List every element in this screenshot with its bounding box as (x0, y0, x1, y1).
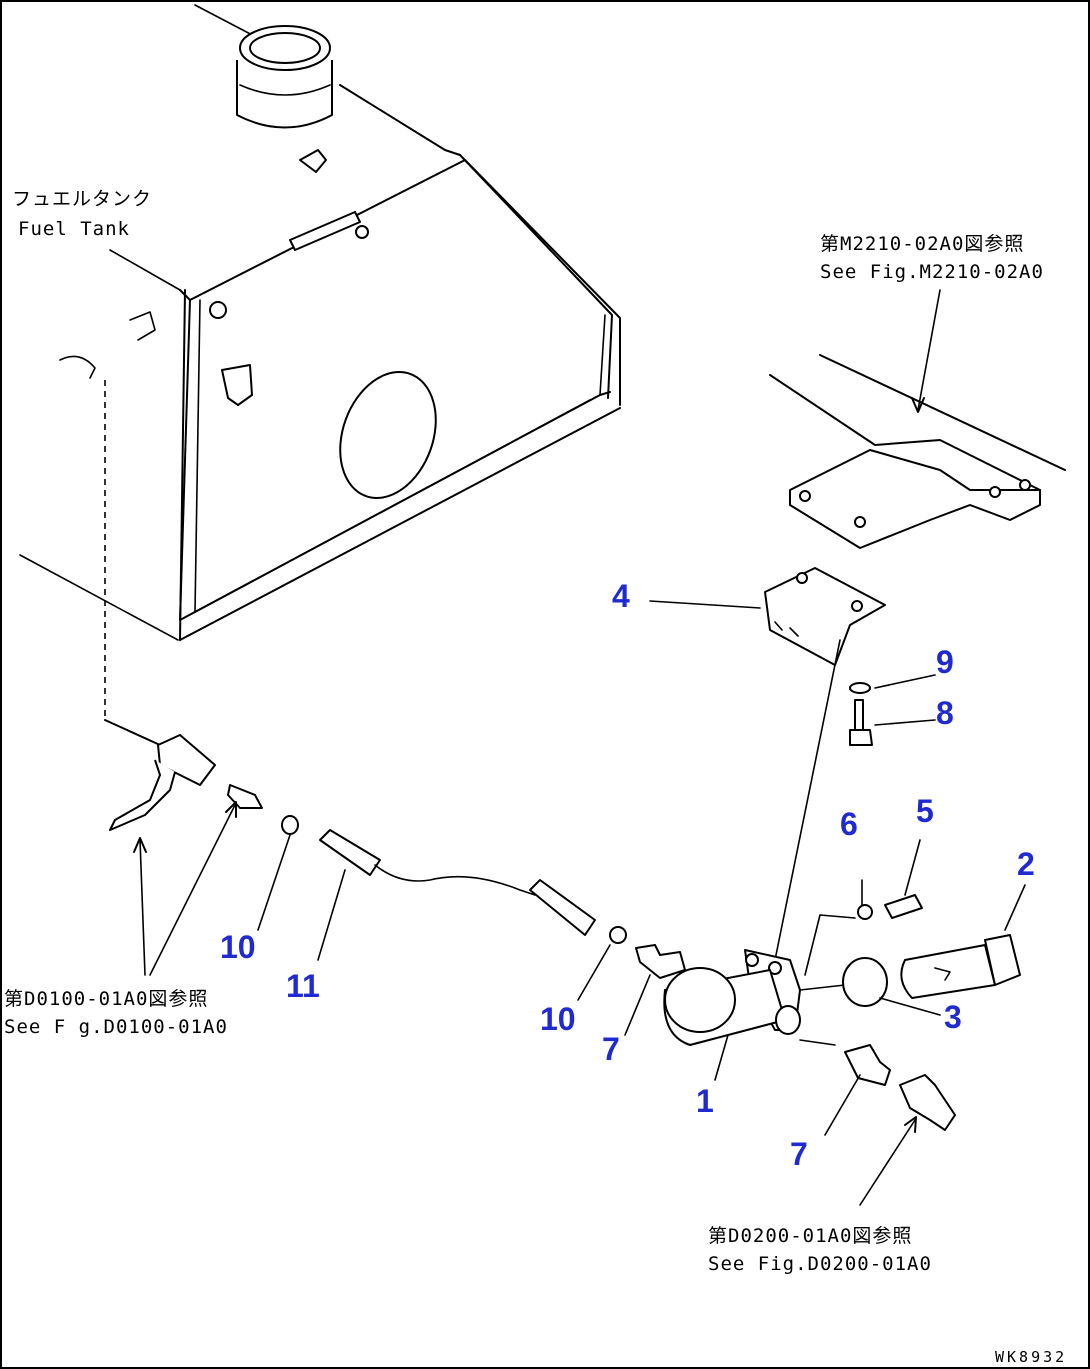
ref-m2210-jp: 第M2210-02A0図参照 (820, 233, 1024, 255)
fuel-tank-label-en: Fuel Tank (18, 218, 130, 240)
callout-8: 8 (936, 695, 954, 731)
callout-7-left: 7 (602, 1031, 620, 1067)
callout-10-right: 10 (540, 1001, 576, 1037)
bracket-part-4 (764, 567, 886, 961)
callout-6: 6 (840, 806, 858, 842)
leader-lines (133, 289, 1026, 1206)
callout-11: 11 (286, 968, 320, 1004)
fuel-tank-label-jp: フュエルタンク (12, 188, 152, 210)
callout-7-right: 7 (790, 1136, 808, 1172)
ref-m2210-en: See Fig.M2210-02A0 (820, 261, 1044, 283)
cable-part-11 (319, 829, 596, 936)
bolt-part-5 (884, 894, 923, 919)
fitting-part-7-right (844, 1044, 891, 1086)
callout-10-left: 10 (220, 929, 256, 965)
washer-part-9 (849, 682, 871, 694)
callout-5: 5 (916, 793, 934, 829)
bolt-part-8 (849, 699, 873, 746)
element-part-2 (900, 934, 1021, 999)
o-ring-part-3 (842, 957, 888, 1007)
callout-4: 4 (612, 578, 630, 614)
fuel-tank (19, 4, 621, 720)
fitting-part-7-left (635, 944, 686, 979)
hose-end (899, 1074, 956, 1131)
callout-9: 9 (936, 644, 954, 680)
lever-assembly (104, 719, 263, 831)
callout-3: 3 (944, 999, 962, 1035)
ref-d0100-en: See F g.D0100-01A0 (4, 1016, 228, 1038)
clip-part-10-right (609, 926, 627, 944)
ref-d0200-en: See Fig.D0200-01A0 (708, 1253, 932, 1275)
body-part-1 (663, 949, 846, 1046)
ref-d0100-jp: 第D0100-01A0図参照 (4, 988, 208, 1010)
clip-part-10-left (281, 815, 299, 835)
frame-member (769, 354, 1066, 549)
drawing-code: WK8932 (995, 1348, 1067, 1366)
callout-2: 2 (1017, 846, 1035, 882)
ref-d0200-jp: 第D0200-01A0図参照 (708, 1225, 912, 1247)
washer-part-6 (857, 904, 873, 920)
callout-1: 1 (696, 1083, 714, 1119)
